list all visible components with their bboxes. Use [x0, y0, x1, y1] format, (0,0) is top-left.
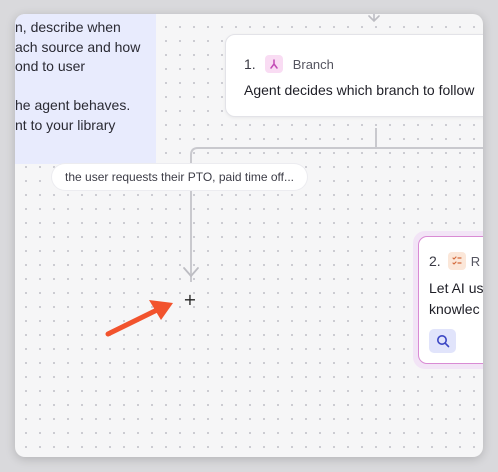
- branch-connector-vertical: [375, 128, 377, 148]
- ai-step-header: 2. R: [429, 252, 480, 270]
- incoming-connector: [368, 14, 380, 23]
- step-type-label: Branch: [292, 56, 334, 72]
- ai-step-title: Let AI us knowlec: [429, 278, 483, 320]
- note-blank-line: [15, 77, 156, 97]
- ai-step-title-line: knowlec: [429, 301, 480, 317]
- note-line: n, describe when: [15, 19, 121, 35]
- ai-step-card[interactable]: 2. R Let AI us knowlec: [413, 231, 483, 369]
- step-number: 2.: [429, 253, 441, 269]
- workflow-canvas[interactable]: n, describe when ach source and how ond …: [15, 14, 483, 457]
- instructions-note[interactable]: n, describe when ach source and how ond …: [15, 14, 156, 164]
- note-line: he agent behaves.: [15, 97, 131, 114]
- connector-arrowhead: [183, 267, 199, 277]
- branch-connector-split: [190, 147, 483, 282]
- search-icon[interactable]: [429, 329, 456, 353]
- step-type-label: R: [470, 253, 481, 269]
- note-line: ach source and how: [15, 38, 141, 55]
- red-arrow: [105, 300, 173, 337]
- list-sparkle-icon: [447, 252, 466, 270]
- ai-step-card-body[interactable]: 2. R Let AI us knowlec: [418, 236, 483, 364]
- ai-step-title-line: Let AI us: [429, 280, 483, 296]
- add-step-button[interactable]: +: [183, 290, 197, 309]
- branch-step-card[interactable]: 1. Branch Agent decides which branch to …: [225, 34, 483, 117]
- branch-step-header: 1. Branch: [244, 55, 334, 73]
- branch-icon: [264, 55, 283, 73]
- note-line: ond to user: [15, 58, 86, 75]
- branch-description: Agent decides which branch to follow: [244, 82, 475, 98]
- branch-condition-label[interactable]: the user requests their PTO, paid time o…: [52, 164, 308, 190]
- note-line: nt to your library: [15, 116, 116, 133]
- step-number: 1.: [244, 56, 256, 72]
